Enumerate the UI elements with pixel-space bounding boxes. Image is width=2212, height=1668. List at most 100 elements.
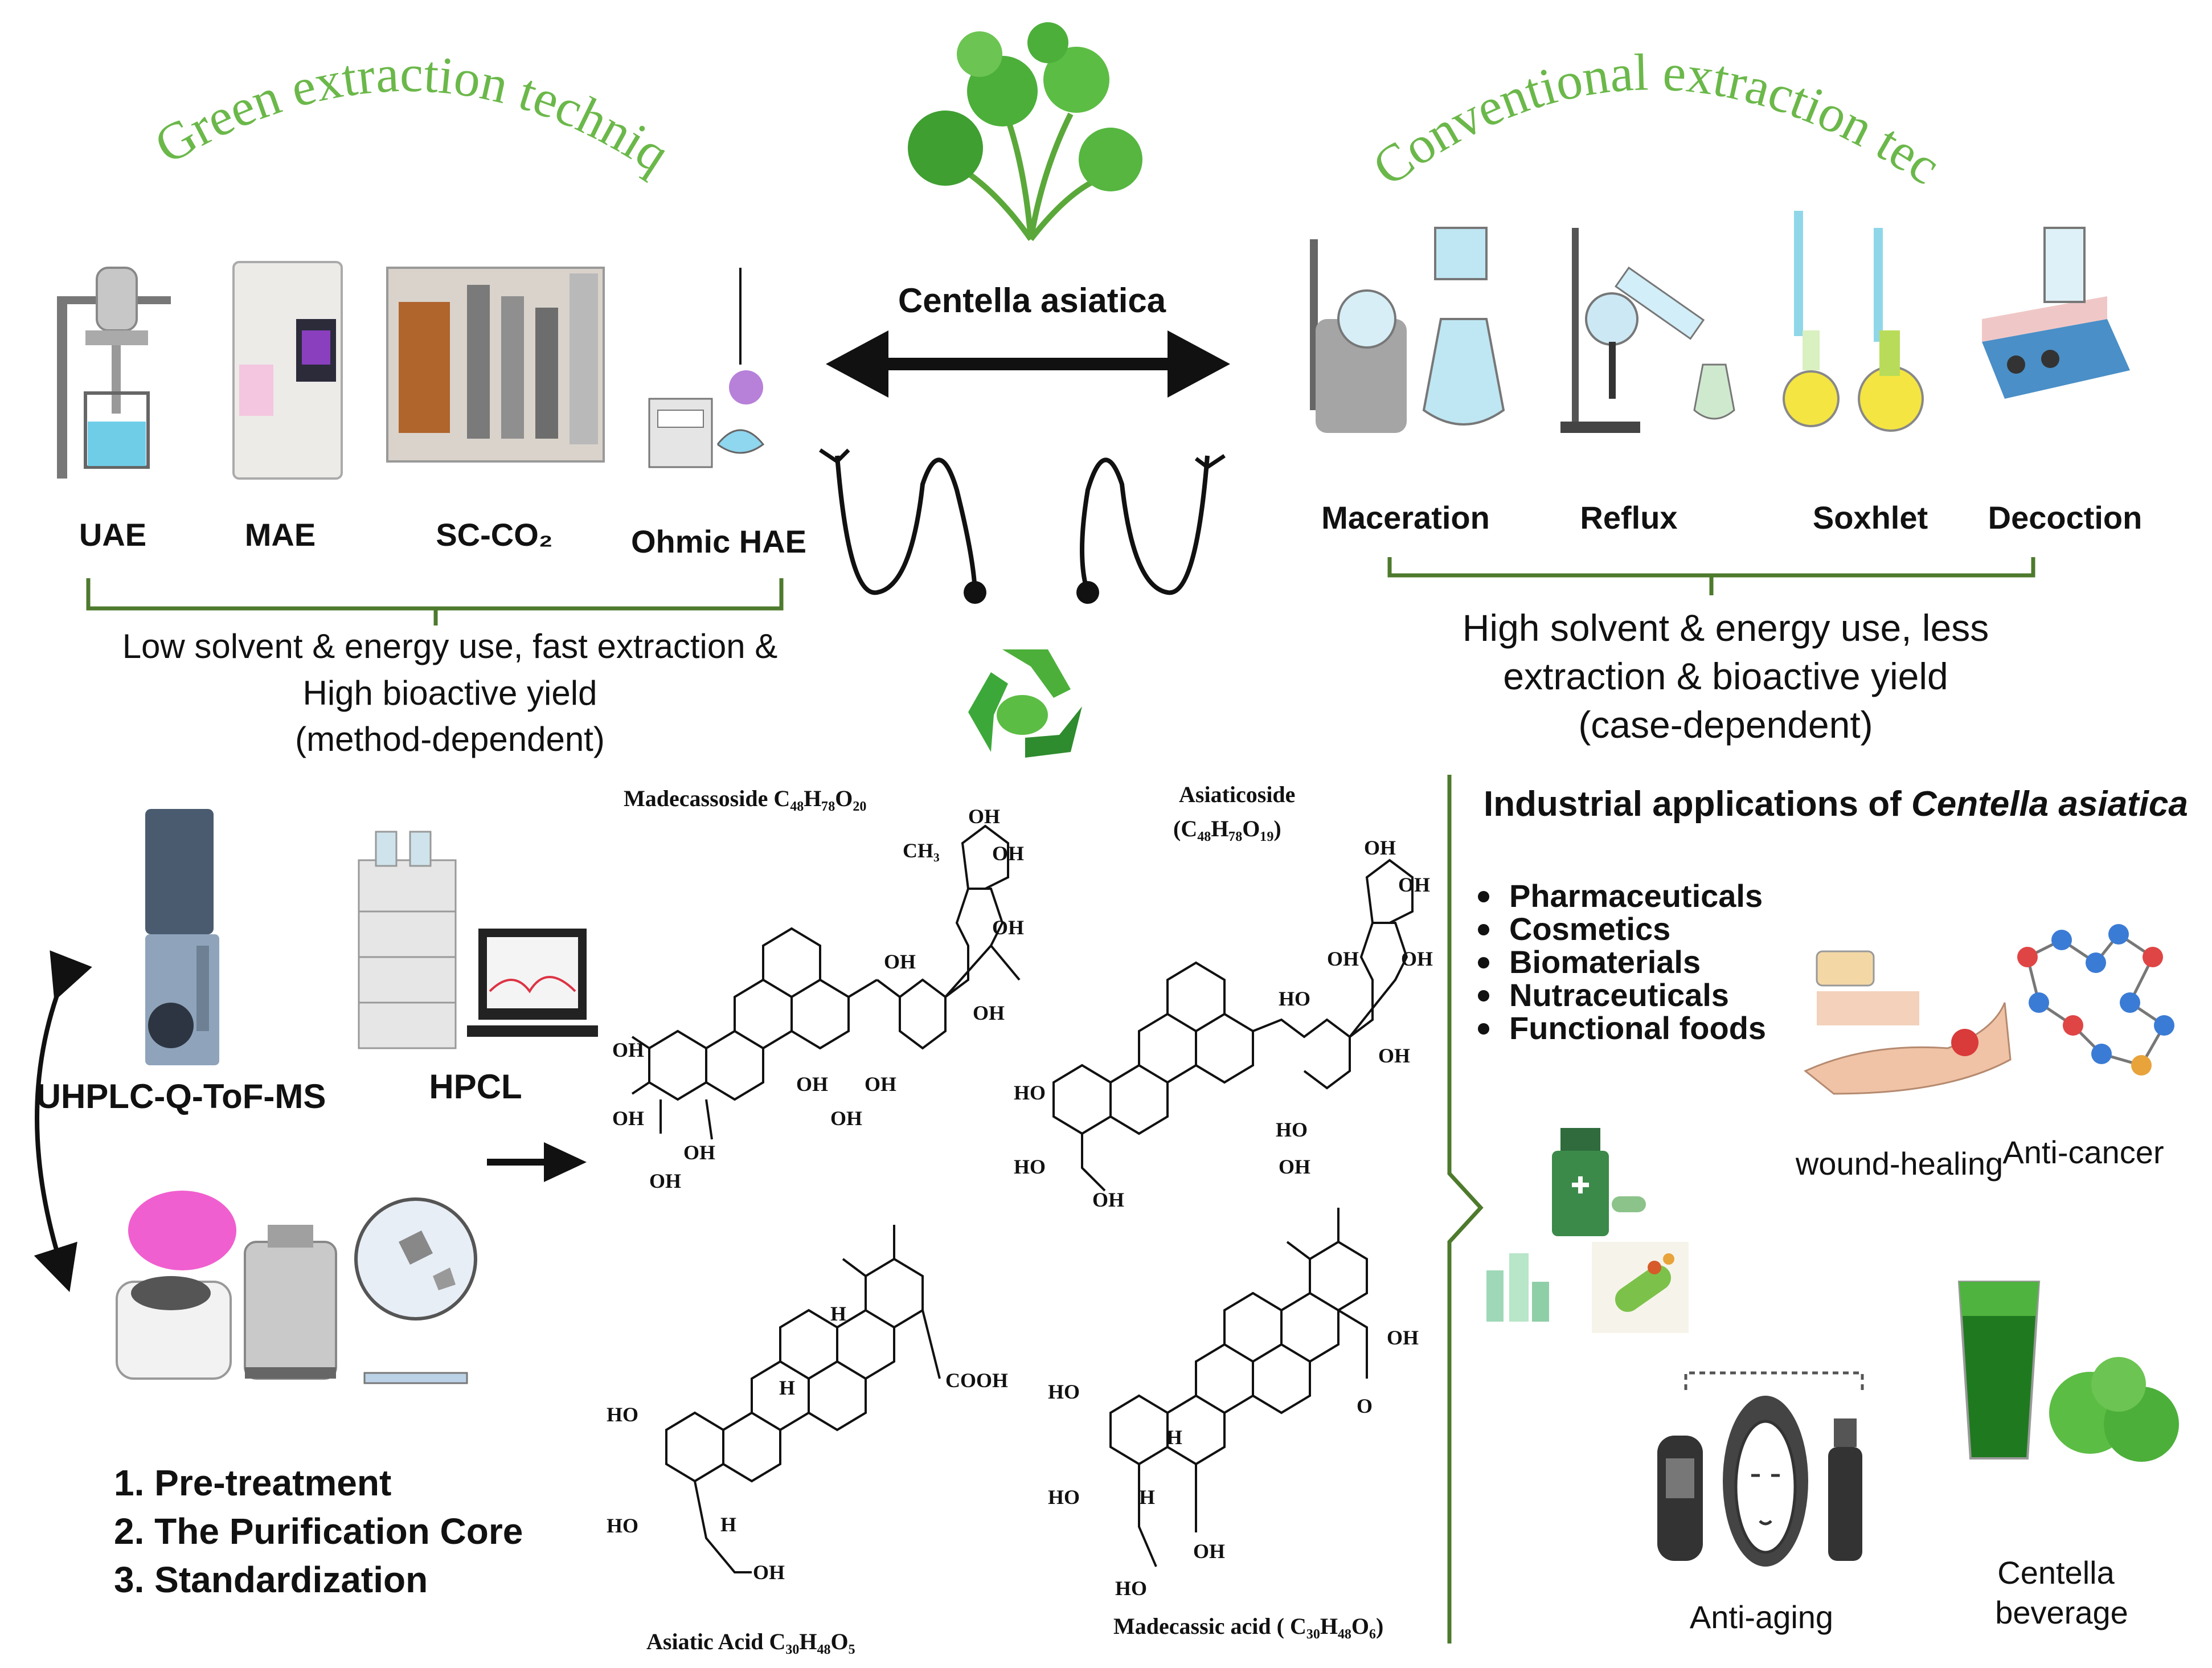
instrument-uhplc-label: UHPLC-Q-ToF-MS <box>36 1077 326 1115</box>
reflux-equipment-icon <box>1560 228 1735 433</box>
anti-aging-icon <box>1657 1371 1864 1567</box>
madecassoside-oh-4: OH <box>884 950 916 973</box>
asiaticoside-oh-5: OH <box>1378 1044 1410 1067</box>
asiaticoside-ho-4: HO <box>1014 1155 1046 1178</box>
asiatic-acid-h-3: H <box>720 1513 736 1536</box>
soxhlet-equipment-icon <box>1783 211 1924 432</box>
capsule-herb-icon <box>1592 1242 1689 1333</box>
wave-connector-right <box>1076 454 1226 604</box>
asiaticoside-ho-2: HO <box>1276 1118 1308 1141</box>
asiaticoside-oh-1: OH <box>1364 836 1396 859</box>
molecule-icon <box>2017 924 2174 1076</box>
bullet-cosmetics: Cosmetics <box>1509 911 1670 947</box>
conv-desc-line-1: High solvent & energy use, less <box>1463 607 1989 649</box>
madecassoside-ch3: CH₃ <box>903 839 940 862</box>
madecassic-acid-o: O <box>1357 1395 1373 1417</box>
crystal-magnifier-icon <box>354 1197 477 1384</box>
step-2: 2. The Purification Core <box>114 1511 523 1552</box>
uae-equipment-icon <box>57 267 171 479</box>
madecassic-acid-ho-3: HO <box>1115 1577 1147 1600</box>
conv-desc-line-2: extraction & bioactive yield <box>1503 655 1948 697</box>
asiatic-acid-h-1: H <box>830 1302 846 1325</box>
madecassoside-oh-1: OH <box>968 805 1000 828</box>
bullet-biomaterials: Biomaterials <box>1509 944 1701 980</box>
green-desc-line-2: High bioactive yield <box>303 674 597 712</box>
app-anti-cancer: Anti-cancer <box>2002 1134 2164 1170</box>
madecassoside-oh-8: OH <box>830 1107 862 1130</box>
conv-desc-line-3: (case-dependent) <box>1578 704 1873 746</box>
asiaticoside-ho-1: HO <box>1279 987 1310 1010</box>
asiatic-acid-oh: OH <box>753 1561 785 1584</box>
industrial-title-italic: Centella asiatica <box>1911 784 2188 824</box>
green-bracket <box>86 578 784 626</box>
industrial-divider <box>1447 775 1484 1644</box>
madecassic-acid-ho-1: HO <box>1048 1380 1080 1403</box>
asiatic-acid-structure <box>665 1225 941 1573</box>
asiatic-acid-cooh: COOH <box>945 1369 1008 1392</box>
centrifuge-icon <box>116 1191 236 1380</box>
madecassoside-oh-10: OH <box>612 1107 644 1130</box>
bullet-nutraceuticals: Nutraceuticals <box>1509 977 1729 1013</box>
analysis-cycle-arrow <box>34 950 92 1293</box>
wound-healing-icon <box>1804 950 2012 1095</box>
madecassoside-oh-6: OH <box>796 1073 828 1095</box>
bullet-functional-foods: Functional foods <box>1509 1010 1766 1046</box>
maceration-equipment-icon <box>1310 227 1505 433</box>
madecassic-acid-h-1: H <box>1166 1426 1182 1449</box>
asiaticoside-oh-4: OH <box>1327 947 1359 970</box>
method-ohmic-hae: Ohmic HAE <box>631 524 806 559</box>
beverage-icon <box>1957 1281 2179 1462</box>
asiatic-acid-h-2: H <box>779 1376 795 1399</box>
asiaticoside-minus-oh: OH <box>1092 1188 1124 1211</box>
step-1: 1. Pre-treatment <box>114 1462 391 1503</box>
decoction-equipment-icon <box>1982 227 2130 399</box>
asiatic-acid-ho-2: HO <box>607 1514 638 1537</box>
madecassoside-oh-2: OH <box>992 842 1024 865</box>
madecassic-acid-h-2: H <box>1139 1486 1155 1508</box>
method-mae: MAE <box>245 517 316 553</box>
wave-connector-left <box>819 448 986 604</box>
green-techniques-title: Green extraction techniques <box>0 0 679 183</box>
hplc-instrument-icon <box>358 831 598 1049</box>
mae-equipment-icon <box>232 261 343 480</box>
app-wound-healing: wound-healing <box>1795 1146 2003 1182</box>
app-beverage-line-1: Centella <box>1997 1555 2115 1591</box>
centella-leaf-icon <box>908 22 1142 242</box>
conventional-bracket <box>1387 557 2035 595</box>
asiatic-acid-ho-1: HO <box>607 1403 638 1426</box>
asiaticoside-oh-3: OH <box>1401 947 1433 970</box>
method-soxhlet: Soxhlet <box>1813 500 1928 535</box>
ohmic-hae-equipment-icon <box>648 268 765 468</box>
madecassoside-oh-3: OH <box>992 916 1024 939</box>
green-desc-line-3: (method-dependent) <box>295 720 605 758</box>
cryo-tank-icon <box>244 1225 337 1380</box>
recycle-icon <box>968 649 1082 758</box>
madecassoside-oh-5: OH <box>973 1001 1005 1024</box>
cosmetics-icon <box>1486 1253 1549 1322</box>
to-compounds-arrowhead <box>544 1142 587 1182</box>
app-beverage-line-2: beverage <box>1995 1595 2128 1630</box>
madecassoside-oh-7: OH <box>865 1073 896 1095</box>
method-maceration: Maceration <box>1321 500 1490 535</box>
industrial-bullet-list <box>1478 891 1489 1035</box>
app-anti-aging: Anti-aging <box>1690 1599 1833 1635</box>
medicine-bottle-icon <box>1552 1128 1646 1236</box>
sc-co2-equipment-icon <box>386 267 605 463</box>
madecassoside-oh-11: OH <box>683 1141 715 1164</box>
asiatic-acid-title: Asiatic Acid C₃₀H₄₈O₅ <box>646 1629 855 1654</box>
asiaticoside-ho-3: HO <box>1014 1081 1046 1104</box>
madecassic-acid-title: Madecassic acid ( C₃₀H₄₈O₆) <box>1113 1613 1383 1639</box>
plant-name-label: Centella asiatica <box>898 281 1166 320</box>
madecassoside-structure <box>631 824 1021 1140</box>
madecassoside-oh-9: OH <box>612 1039 644 1061</box>
method-uae: UAE <box>79 517 146 553</box>
method-sc-co2: SC-CO₂ <box>436 517 552 553</box>
asiaticoside-title-1: Asiaticoside <box>1179 782 1295 807</box>
bullet-pharmaceuticals: Pharmaceuticals <box>1509 878 1763 914</box>
madecassoside-title: Madecassoside C₄₈H₇₈O₂₀ <box>624 786 866 811</box>
green-desc-line-1: Low solvent & energy use, fast extractio… <box>122 627 778 665</box>
step-3: 3. Standardization <box>114 1559 428 1600</box>
madecassoside-oh-12: OH <box>649 1170 681 1192</box>
asiaticoside-structure <box>1052 858 1414 1192</box>
